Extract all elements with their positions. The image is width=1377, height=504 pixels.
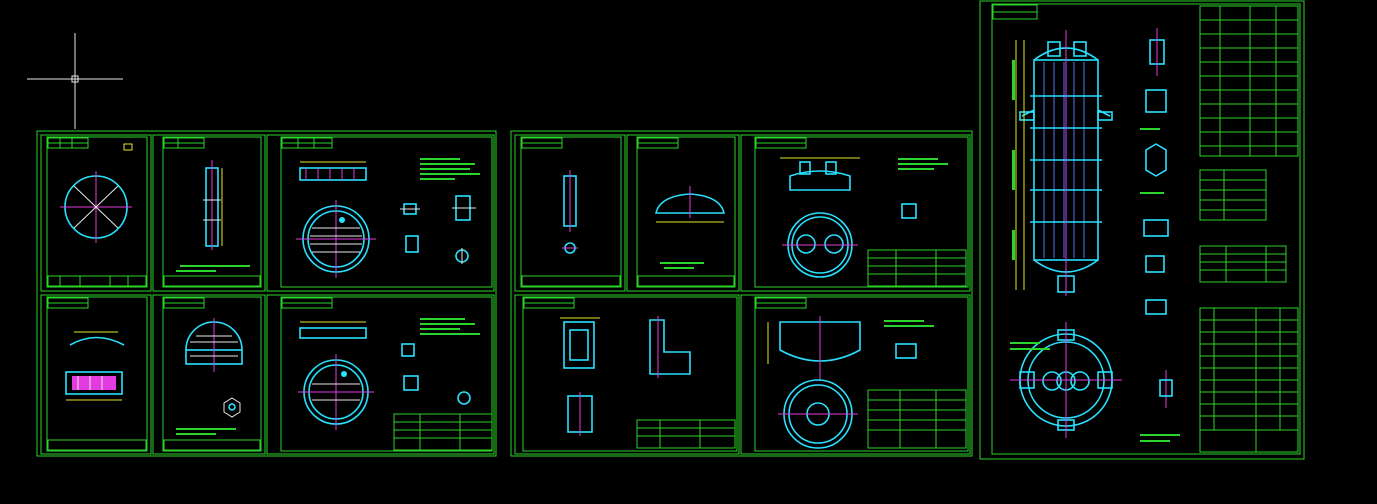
sheet-dished-head[interactable] xyxy=(626,134,740,292)
sheet-saddle[interactable] xyxy=(40,294,152,455)
exchanger-elevation[interactable] xyxy=(1012,30,1113,296)
group-left-border xyxy=(36,130,497,457)
sheet-circular-plate[interactable] xyxy=(40,134,152,292)
sheet-bracket-parts[interactable] xyxy=(514,294,740,455)
assembly-details[interactable] xyxy=(1140,28,1173,408)
sheet-channel-bottom[interactable] xyxy=(740,294,971,455)
sheet-assembly[interactable] xyxy=(979,0,1305,460)
sheet-group-middle[interactable] xyxy=(510,130,973,457)
sheet-channel-top[interactable] xyxy=(740,134,971,292)
exchanger-plan-view[interactable] xyxy=(1010,322,1180,442)
sheet-strip-plate[interactable] xyxy=(152,134,266,292)
group-middle-border xyxy=(510,130,973,457)
sheet-support-bar[interactable] xyxy=(514,134,626,292)
assembly-border xyxy=(979,0,1305,460)
crosshair-cursor-icon xyxy=(27,33,123,129)
assembly-tables[interactable] xyxy=(1199,5,1299,453)
sheet-group-left[interactable] xyxy=(36,130,497,457)
sheet-baffle-top[interactable] xyxy=(266,134,495,292)
sheet-baffle-bottom[interactable] xyxy=(266,294,495,455)
sheet-tube-sheet[interactable] xyxy=(152,294,266,455)
